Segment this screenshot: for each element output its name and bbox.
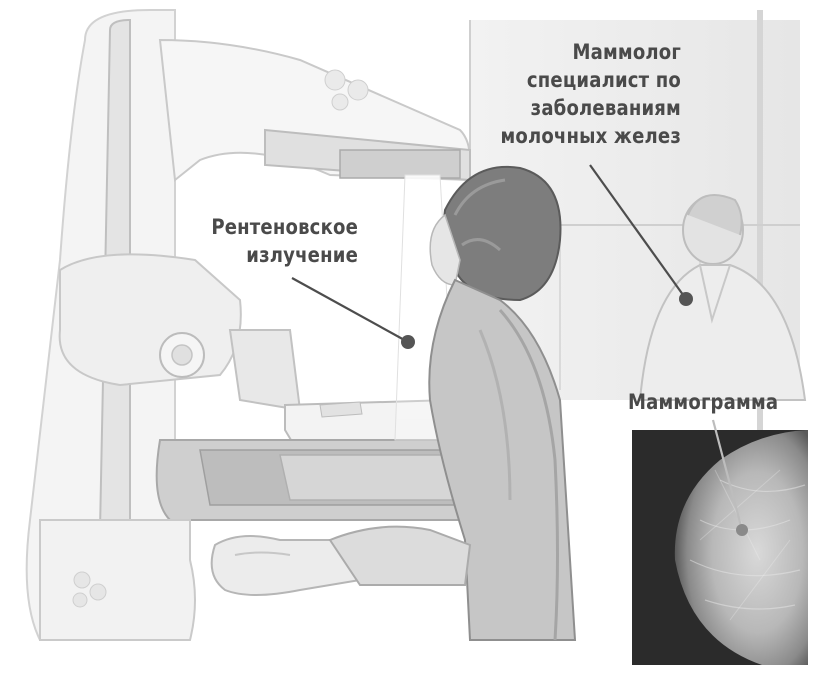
mammogram-inset (632, 430, 808, 665)
xray-label: Рентеновское излучение (198, 213, 358, 269)
mammologist-label-line-2: специалист по (423, 66, 681, 94)
mammologist-leader-dot (679, 292, 693, 306)
xray-leader-dot (401, 335, 415, 349)
mammologist-label: Маммолог специалист по заболеваниям моло… (423, 38, 681, 150)
mammogram-label: Маммограмма (628, 388, 778, 416)
mammologist-label-line-4: молочных желез (423, 122, 681, 150)
mammologist-label-line-3: заболеваниям (423, 94, 681, 122)
mammogram-leader-dot (736, 524, 748, 536)
mammologist-label-line-1: Маммолог (423, 38, 681, 66)
xray-label-line-1: Рентеновское (198, 213, 358, 241)
xray-label-line-2: излучение (198, 241, 358, 269)
